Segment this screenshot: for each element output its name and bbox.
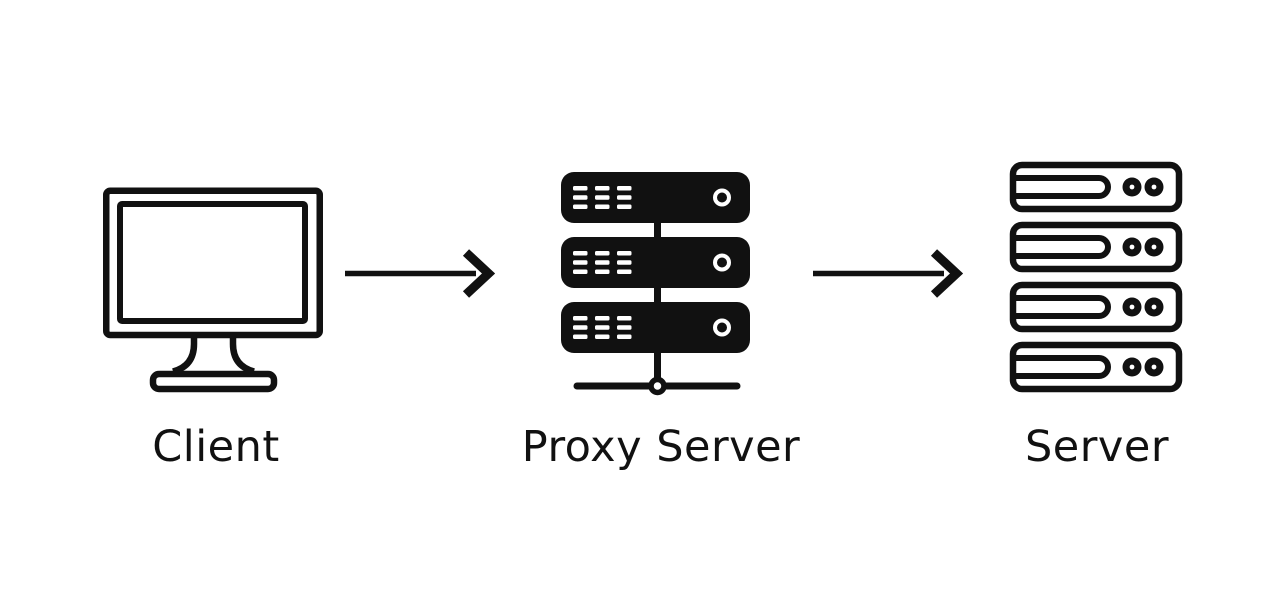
desktop-monitor-icon (103, 187, 323, 393)
rack-unit-3 (1013, 285, 1179, 329)
server-label: Server (1024, 422, 1169, 472)
proxy-unit-3 (559, 300, 752, 355)
monitor-stand-left (172, 335, 198, 375)
proxy-unit-2 (559, 235, 752, 290)
proxy-server-label: Proxy Server (521, 422, 801, 472)
client-label: Client (152, 422, 280, 472)
server-rack-icon (1005, 158, 1187, 396)
proxy-network-node-icon (648, 376, 667, 396)
proxy-unit-1 (559, 170, 752, 225)
monitor-outer-frame (103, 187, 323, 339)
proxy-server-stack-icon (559, 170, 752, 396)
arrow-proxy-to-server-icon (813, 249, 963, 298)
monitor-stand-base (149, 370, 278, 393)
rack-unit-4 (1013, 345, 1179, 389)
rack-unit-1 (1013, 165, 1179, 209)
rack-unit-2 (1013, 225, 1179, 269)
arrow-client-to-proxy-icon (345, 249, 495, 298)
monitor-screen (117, 201, 308, 324)
monitor-stand-right (229, 335, 255, 375)
